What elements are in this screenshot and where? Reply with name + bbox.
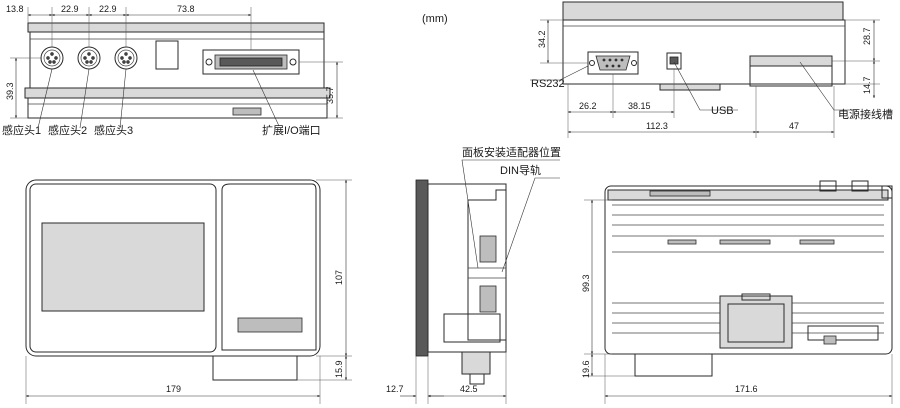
side-front-plate <box>415 179 429 357</box>
dim-107: 107 <box>334 270 344 285</box>
dim-179: 179 <box>166 384 181 394</box>
dim-26-2: 26.2 <box>579 101 597 111</box>
label-power-terminal: 电源接线槽 <box>838 107 893 121</box>
dim-22-9-a: 22.9 <box>61 4 79 14</box>
rear-body <box>604 185 893 355</box>
label-rs232: RS232 <box>531 78 565 90</box>
view-top-left: 13.8 22.9 22.9 73.8 39.3 35.7 感应头1 感应头2 … <box>2 4 343 137</box>
power-terminal-block <box>749 55 833 87</box>
front-display <box>41 222 205 312</box>
unit-label: (mm) <box>422 13 448 25</box>
label-usb: USB <box>711 105 734 117</box>
label-io-port: 扩展I/O端口 <box>262 123 321 137</box>
dim-12-7: 12.7 <box>386 384 404 394</box>
dim-73-8: 73.8 <box>177 4 195 14</box>
comm-housing-top <box>562 1 844 21</box>
status-window <box>155 40 179 70</box>
dim-22-9-b: 22.9 <box>99 4 117 14</box>
dim-112-3: 112.3 <box>646 121 668 131</box>
dim-39-3: 39.3 <box>5 82 15 100</box>
dim-171-6: 171.6 <box>735 384 758 394</box>
io-connector <box>202 49 300 75</box>
label-sensor-3: 感应头3 <box>94 123 133 137</box>
dim-35-7: 35.7 <box>325 86 335 104</box>
view-front: 107 15.9 179 <box>25 179 352 404</box>
rear-din-clip <box>719 295 793 349</box>
housing-base <box>24 87 331 99</box>
front-foot <box>212 355 298 381</box>
front-right-panel <box>221 183 317 351</box>
dim-99-3: 99.3 <box>581 274 591 292</box>
view-top-right: 34.2 28.7 14.7 26.2 38.15 112.3 47 RS232… <box>530 1 893 138</box>
front-label-strip <box>237 317 303 333</box>
side-lower-box <box>443 313 501 343</box>
rear-top-rail <box>607 189 889 201</box>
label-din-rail: DIN导轨 <box>500 163 541 177</box>
sensor-connector-3 <box>114 46 138 70</box>
housing-top <box>27 22 325 33</box>
dim-47: 47 <box>789 121 799 131</box>
label-sensor-2: 感应头2 <box>48 123 87 137</box>
side-foot <box>461 351 491 375</box>
dim-14-7: 14.7 <box>862 76 872 94</box>
dim-38-15: 38.15 <box>628 101 651 111</box>
dim-19-6: 19.6 <box>581 360 591 378</box>
foot-label-slot <box>232 107 262 116</box>
rs232-connector <box>587 51 639 75</box>
dim-34-2: 34.2 <box>537 30 547 48</box>
label-panel-adapter: 面板安装适配器位置 <box>462 145 561 159</box>
sensor-connector-1 <box>40 46 64 70</box>
comm-housing-base <box>659 83 721 91</box>
usb-connector <box>666 52 682 70</box>
sensor-connector-2 <box>77 46 101 70</box>
rear-foot <box>634 353 713 377</box>
view-rear: 99.3 19.6 171.6 <box>581 180 893 404</box>
dim-42-5: 42.5 <box>460 384 478 394</box>
front-body <box>25 179 321 357</box>
front-left-panel <box>29 183 217 353</box>
dim-15-9: 15.9 <box>334 360 344 378</box>
view-side: 12.7 42.5 面板安装适配器位置 DIN导轨 <box>386 145 561 404</box>
label-sensor-1: 感应头1 <box>2 123 41 137</box>
dim-13-8: 13.8 <box>6 4 24 14</box>
housing-foot <box>27 97 328 119</box>
dim-28-7: 28.7 <box>862 27 872 45</box>
side-din-section <box>467 189 507 341</box>
